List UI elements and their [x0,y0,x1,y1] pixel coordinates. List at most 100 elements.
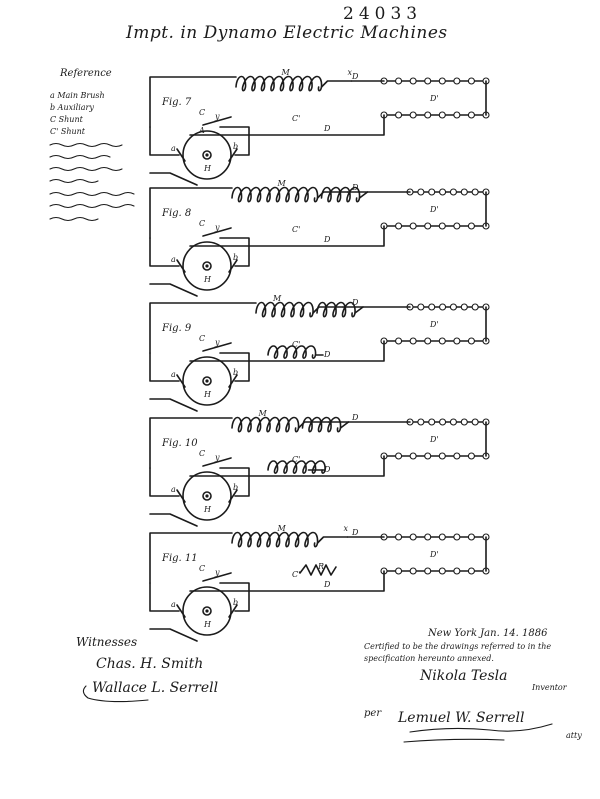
lamp [418,304,424,310]
letter-D: D [351,183,359,192]
letter-C-prime: C' [292,455,300,464]
circuit-figures: Fig. 7MDD'abyCC'DHxAFig. 8MDD'abyCC'DHFi… [150,68,489,641]
field-wire [318,537,348,543]
place-date: New York Jan. 14. 1886 [427,628,548,639]
letter-D-prime: D' [429,435,439,444]
letter-a: a [171,485,176,494]
lamp [429,189,435,195]
letter-C: C [199,108,205,117]
lamp [396,453,402,459]
figure-10: Fig. 10MDD'abyCC'DH [150,409,489,526]
field-magnet-coil [236,77,322,91]
lamp [396,534,402,540]
field-magnet-coil [232,418,299,432]
letter-D: D [351,528,359,537]
reference-item: C' Shunt [50,127,86,136]
lamp [450,304,456,310]
witness-signature-1: Chas. H. Smith [96,656,203,672]
lamp [468,112,474,118]
letter-D: D [323,350,331,359]
lamp [439,568,445,574]
reference-item: a Main Brush [50,91,105,100]
lamp [454,112,460,118]
lamp [468,78,474,84]
figure-label: Fig. 10 [161,438,198,449]
lamp [425,338,431,344]
commutator-center [205,264,208,267]
letter-b: b [233,598,238,607]
lamp [461,189,467,195]
lamp [429,304,435,310]
lamp [410,534,416,540]
reference-legend: Reference a Main Brush b Auxiliary C Shu… [50,68,134,221]
lamp [425,453,431,459]
field-magnet-coil [303,418,341,432]
letter-y: y [214,223,220,232]
lamp [425,534,431,540]
witnesses-label: Witnesses [76,635,137,649]
lamp [454,78,460,84]
letter-H: H [203,275,212,284]
ground-wire [150,173,197,185]
lamp [396,338,402,344]
ground-wire [150,629,197,641]
inventor-role: Inventor [531,683,568,692]
field-magnet-coil [256,303,313,317]
letter-D: D [323,580,331,589]
letter-D: D [323,235,331,244]
certification-line-2: specification hereunto annexed. [364,654,494,663]
letter-D: D [351,413,359,422]
commutator-center [205,494,208,497]
figure-7: Fig. 7MDD'abyCC'DHxA [150,68,489,185]
lamp [461,419,467,425]
lamp [396,78,402,84]
lamp [468,534,474,540]
letter-y: y [214,112,220,121]
field-wire [341,422,349,428]
letter-M: M [277,179,287,188]
ground-wire [150,399,197,411]
letter-M: M [258,409,268,418]
figure-label: Fig. 8 [161,208,191,219]
letter-a: a [171,370,176,379]
reference-heading: Reference [59,68,112,79]
lamp [396,112,402,118]
figure-9: Fig. 9MDD'abyCC'DH [150,294,489,411]
field-magnet-coil [232,188,318,202]
reference-scribbles [50,144,134,221]
lamp [439,112,445,118]
certification-line-1: Certified to be the drawings referred to… [364,642,551,651]
lamp [439,534,445,540]
lamp [468,453,474,459]
letter-C-prime: C' [292,225,300,234]
lamp [468,338,474,344]
field-wire [360,192,368,198]
letter-D-prime: D' [429,320,439,329]
lamp [439,338,445,344]
letter-D: D [323,124,331,133]
letter-a: a [171,600,176,609]
lamp [450,189,456,195]
letter-C: C [199,449,205,458]
lamp [468,223,474,229]
lamp [439,78,445,84]
ground-wire [150,284,197,296]
letter-x: x [348,68,353,77]
attorney-flourish [404,724,552,742]
lamp [450,419,456,425]
letter-C: C [199,564,205,573]
letter-M: M [281,68,291,77]
field-magnet-coil [232,533,318,547]
letter-H: H [203,620,212,629]
footer: Witnesses Chas. H. Smith Wallace L. Serr… [76,628,582,742]
attorney-role: atty [566,731,582,740]
letter-y: y [214,453,220,462]
letter-D-prime: D' [429,94,439,103]
lamp [410,112,416,118]
lamp [454,453,460,459]
letter-b: b [233,142,238,151]
field-magnet-coil [317,303,355,317]
lamp [418,189,424,195]
